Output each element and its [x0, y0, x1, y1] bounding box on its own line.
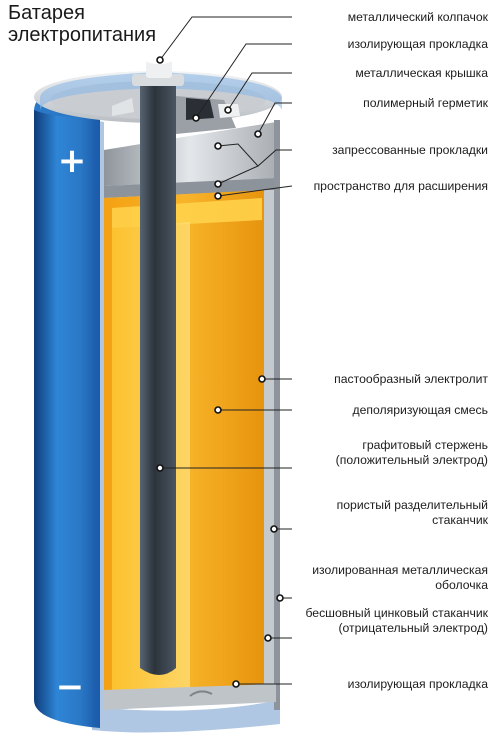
label-metal-cap: металлический колпачок [344, 10, 488, 25]
leader-metal-cap [159, 16, 292, 61]
leader-polymer-sealant [257, 102, 292, 135]
label-expansion-space: пространство для расширения [310, 179, 488, 194]
label-paste-electrolyte: пастообразный электролит [331, 372, 488, 387]
label-metal-lid: металлическая крышка [352, 66, 488, 81]
label-zinc-cup: бесшовный цинковый стаканчик (отрицатель… [302, 606, 488, 636]
label-depolarizing-mix: деполяризующая смесь [349, 403, 488, 418]
title-line-2: электропитания [8, 24, 157, 46]
leader-pressed-gaskets-b [217, 165, 259, 185]
leader-expansion-space [217, 185, 293, 197]
battery-interior [104, 120, 280, 710]
label-polymer-sealant: полимерный герметик [360, 96, 488, 111]
leader-lines [159, 16, 293, 685]
label-porous-separator: пористый разделительный стаканчик [333, 498, 488, 528]
title-line-1: Батарея [8, 2, 85, 24]
minus-symbol: − [56, 667, 85, 707]
label-insulating-gasket-top: изолирующая прокладка [344, 37, 488, 52]
leader-insulating-gasket-top [195, 43, 292, 119]
label-pressed-gaskets: запрессованные прокладки [329, 143, 488, 158]
leader-dots [156, 56, 284, 688]
plus-symbol: + [58, 141, 87, 181]
label-insulating-gasket-bottom: изолирующая прокладка [344, 677, 488, 692]
label-insulated-shell: изолированная металлическая оболочка [309, 563, 488, 593]
diagram-title: Батарея электропитания [8, 2, 156, 46]
leader-metal-lid [227, 72, 292, 111]
label-graphite-rod: графитовый стержень (положительный элект… [332, 438, 488, 468]
